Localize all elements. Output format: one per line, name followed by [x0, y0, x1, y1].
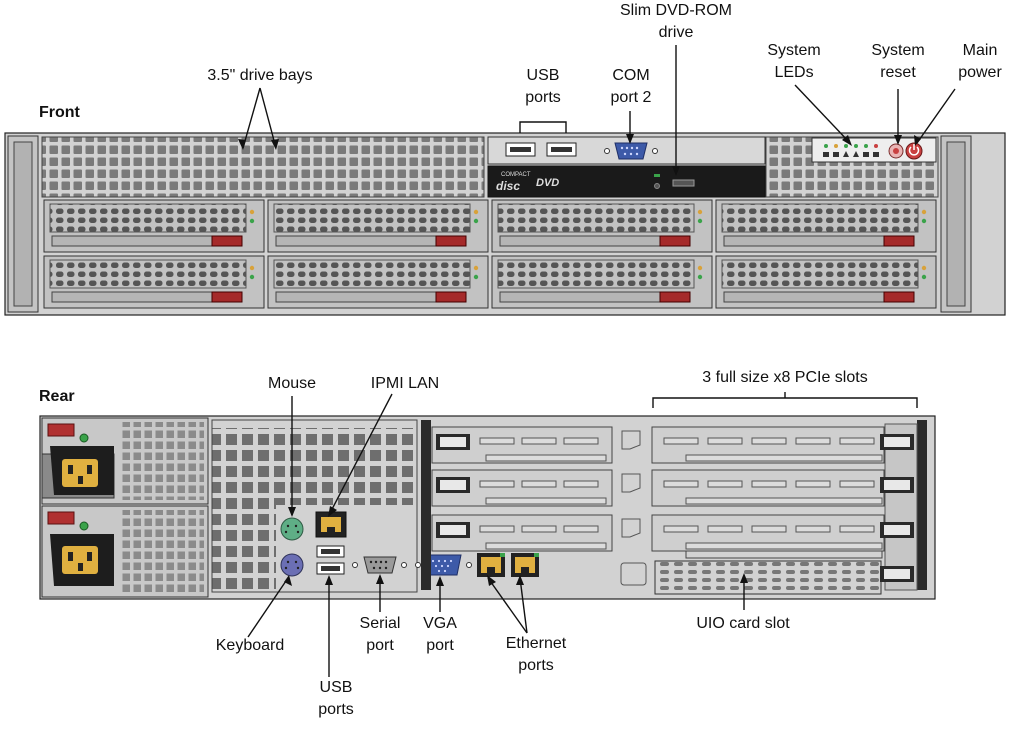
ethernet-port-1[interactable] — [477, 553, 505, 577]
dvd-activity-led — [654, 174, 660, 177]
drive-tray-5[interactable] — [43, 255, 265, 309]
pcie-slot-1 — [431, 426, 914, 464]
ps2-mouse-port[interactable] — [280, 517, 304, 541]
power-supply-2 — [41, 505, 209, 598]
serial-port[interactable] — [352, 556, 407, 574]
system-reset-label: System reset — [871, 42, 925, 81]
front-usb-port-2[interactable] — [546, 142, 577, 157]
dvd-rom-drive-label: Slim DVD-ROM drive — [620, 2, 732, 41]
front-section-title: Front — [39, 104, 80, 121]
pcie-slot-area — [421, 420, 927, 595]
drive-tray-6[interactable] — [267, 255, 489, 309]
serial-port-label: Serial port — [359, 615, 401, 654]
drive-tray-3[interactable] — [491, 199, 713, 253]
power-supply-1 — [41, 417, 209, 505]
mouse-label: Mouse — [267, 375, 317, 392]
drive-tray-7[interactable] — [491, 255, 713, 309]
vga-port-label: VGA port — [423, 615, 457, 654]
keyboard-label: Keyboard — [215, 637, 285, 654]
rear-section-title: Rear — [39, 388, 75, 405]
dvd-emergency-eject-hole — [654, 183, 660, 189]
reset-button[interactable] — [888, 143, 904, 159]
compact-disc-logo: disc — [496, 179, 520, 193]
pcie-slot-3 — [431, 514, 914, 552]
pcie-slots-label: 3 full size x8 PCIe slots — [702, 369, 868, 386]
drive-tray-4[interactable] — [715, 199, 937, 253]
com-port-2[interactable] — [604, 142, 658, 160]
ethernet-port-2[interactable] — [511, 553, 539, 577]
ethernet-ports-label: Ethernet ports — [505, 635, 567, 674]
uio-card-slot-label: UIO card slot — [696, 615, 790, 632]
compact-disc-logo-top: COMPACT — [501, 172, 531, 178]
uio-card-slot — [654, 560, 882, 595]
front-io-panel — [487, 136, 766, 165]
drive-tray-8[interactable] — [715, 255, 937, 309]
rear-arrowheads — [284, 506, 748, 586]
uio-bracket — [620, 562, 647, 586]
front-control-panel — [811, 137, 937, 163]
dvd-eject-button[interactable] — [672, 179, 695, 187]
front-callout-lines — [242, 45, 956, 173]
front-usb-ports-label: USB ports — [525, 67, 561, 106]
ps2-keyboard-port[interactable] — [280, 553, 304, 577]
drive-bays-label: 3.5" drive bays — [207, 67, 313, 84]
front-arrowheads — [238, 134, 921, 176]
ipmi-lan-label: IPMI LAN — [370, 375, 440, 392]
com-port-label: COM port 2 — [610, 67, 652, 106]
front-usb-port-1[interactable] — [505, 142, 536, 157]
drive-bays — [43, 199, 937, 309]
rear-usb-ports-label: USB ports — [318, 679, 354, 718]
dvd-rom-drive: COMPACT disc DVD — [487, 165, 766, 198]
system-led-icons — [823, 144, 879, 157]
drive-tray-1[interactable] — [43, 199, 265, 253]
rear-usb-port-1[interactable] — [316, 545, 345, 558]
pcie-slot-2 — [431, 469, 914, 507]
dvd-logo: DVD — [536, 177, 559, 189]
rear-usb-port-2[interactable] — [316, 562, 345, 575]
uio-bracket-latch-face — [884, 569, 910, 579]
power-button[interactable] — [905, 142, 923, 160]
ipmi-lan-port[interactable] — [315, 511, 347, 538]
system-leds-label: System LEDs — [767, 42, 821, 81]
drive-tray-2[interactable] — [267, 199, 489, 253]
main-power-label: Main power — [958, 42, 1002, 81]
